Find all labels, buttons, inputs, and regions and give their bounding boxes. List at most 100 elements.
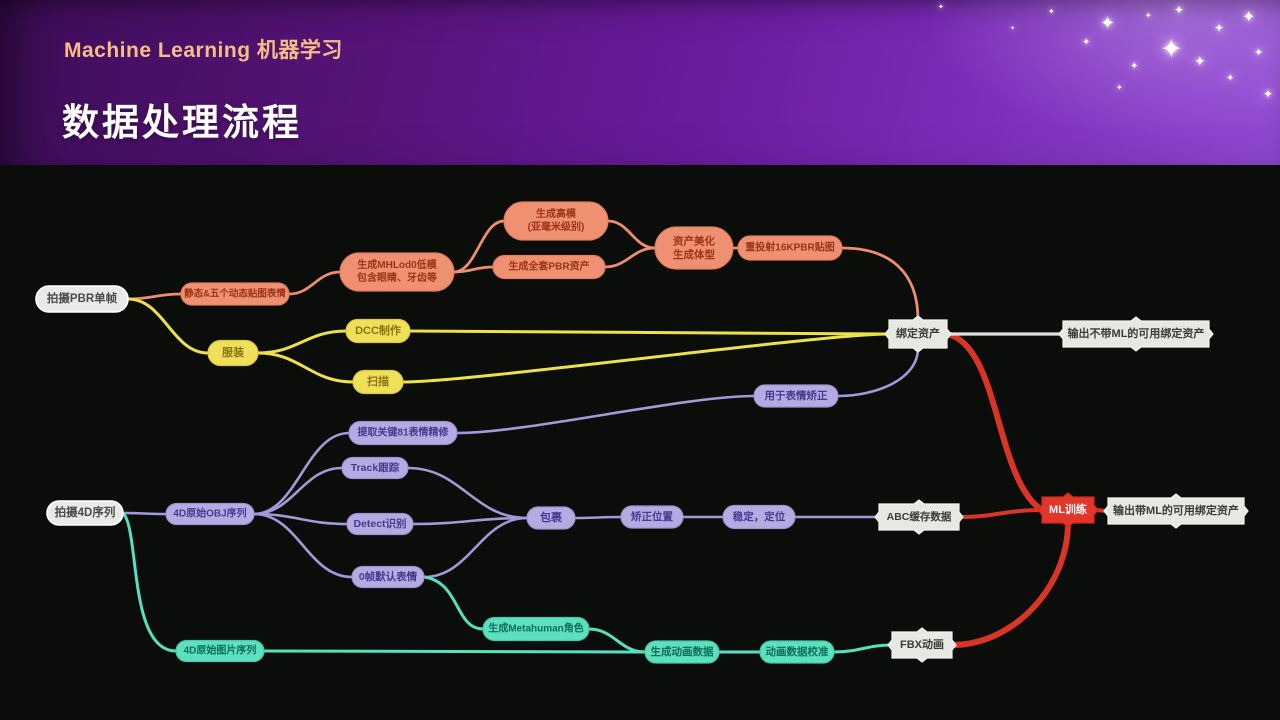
node-label: 重投射16KPBR贴图 xyxy=(745,241,834,254)
node-jiaozheng: 矫正位置 xyxy=(620,505,684,529)
sparkle-icon: ✦ xyxy=(1130,61,1139,72)
edge-fbx-mlxunlian xyxy=(949,520,1071,648)
edge-dcc-bangding xyxy=(408,329,891,336)
node-label: 动画数据校准 xyxy=(766,645,829,658)
node-label: 生成Metahuman角色 xyxy=(488,622,584,635)
node-label: 扫描 xyxy=(367,374,389,388)
node-quantao: 生成全套PBR资产 xyxy=(492,254,606,280)
node-label: 4D原始图片序列 xyxy=(184,644,257,657)
node-wending: 稳定，定位 xyxy=(722,504,796,530)
node-label: 资产美化 xyxy=(673,234,715,247)
edge-chongtou-bangding xyxy=(840,246,920,322)
node-out_ml: 输出带ML的可用绑定资产 xyxy=(1103,493,1249,529)
page-title: 数据处理流程 xyxy=(62,102,302,143)
node-label: ML训练 xyxy=(1049,502,1087,516)
node-label: Detect识别 xyxy=(353,517,406,530)
node-label: 包含眼睛、牙齿等 xyxy=(357,271,437,284)
node-bangding: 绑定资产 xyxy=(884,315,952,353)
node-gaomo: 生成高模(亚毫米级别) xyxy=(503,201,609,241)
node-saomiao: 扫描 xyxy=(352,369,404,395)
edge-zero-metahuman xyxy=(422,575,485,631)
sparkle-icon: ✦ xyxy=(1214,21,1225,35)
node-track: Track跟踪 xyxy=(341,456,409,480)
edge-track-baoguo xyxy=(406,466,529,520)
slide-header: Machine Learning 机器学习 数据处理流程 ✦ ✦ ✦ ✦ ✦ ✦ ✦ ✦ ✦ ✦ ✦… xyxy=(0,0,1280,165)
node-label: (亚毫米级别) xyxy=(528,220,585,233)
node-label: 绑定资产 xyxy=(896,326,940,340)
node-label: ABC缓存数据 xyxy=(887,510,952,523)
edge-abc-mlxunlian xyxy=(957,508,1044,519)
edge-tiqu-yongyu xyxy=(455,394,756,435)
node-abc: ABC缓存数据 xyxy=(874,499,964,535)
edge-baoguo-jiaozheng xyxy=(573,515,623,520)
node-label: FBX动画 xyxy=(900,637,944,651)
node-label: 静态&五个动态贴图表情 xyxy=(184,288,286,300)
node-label: 稳定，定位 xyxy=(733,510,786,523)
node-paishe4d: 拍摄4D序列 xyxy=(46,500,124,526)
node-label: 用于表情矫正 xyxy=(764,389,828,402)
node-donghuashuju: 生成动画数据 xyxy=(644,640,720,664)
node-label: 输出带ML的可用绑定资产 xyxy=(1113,503,1239,517)
node-label: 0帧默认表情 xyxy=(359,570,418,583)
node-yongyu: 用于表情矫正 xyxy=(753,384,839,408)
node-label: 生成体型 xyxy=(673,248,715,261)
edge-obj4d-zero xyxy=(252,512,354,579)
node-dcc: DCC制作 xyxy=(345,318,411,344)
node-zero: 0帧默认表情 xyxy=(351,565,425,589)
node-jiaozhun: 动画数据校准 xyxy=(759,640,835,664)
node-label: 输出不带ML的可用绑定资产 xyxy=(1068,326,1205,340)
edge-jiaozhun-fbx xyxy=(832,643,894,654)
node-label: 生成MHLod0低模 xyxy=(357,258,437,271)
edge-saomiao-bangding xyxy=(401,332,891,384)
edge-bangding-mlxunlian xyxy=(944,331,1045,513)
node-fuzhuang: 服装 xyxy=(207,339,259,367)
node-label: 提取关键81表情精修 xyxy=(357,426,449,439)
node-paishePBR: 拍摄PBR单帧 xyxy=(35,285,129,313)
edge-fuzhuang-saomiao xyxy=(256,351,355,384)
edge-paishePBR-jingtai xyxy=(126,292,183,301)
node-pic4d: 4D原始图片序列 xyxy=(175,639,265,663)
node-tiqu: 提取关键81表情精修 xyxy=(348,420,458,446)
node-label: 矫正位置 xyxy=(631,510,673,523)
slide-subtitle: Machine Learning 机器学习 xyxy=(64,39,343,62)
edge-quantao-meihua xyxy=(603,246,657,269)
node-label: 生成全套PBR资产 xyxy=(508,260,589,273)
node-label: 拍摄PBR单帧 xyxy=(47,291,118,305)
edge-metahuman-donghuashuju xyxy=(587,627,647,654)
sparkle-icon: ✦ xyxy=(1160,34,1183,64)
node-baoguo: 包裹 xyxy=(526,506,576,530)
edge-obj4d-track xyxy=(252,466,344,516)
edge-paishe4d-pic4d xyxy=(121,511,178,653)
node-label: 生成动画数据 xyxy=(651,645,714,658)
node-out_noml: 输出不带ML的可用绑定资产 xyxy=(1058,316,1214,352)
node-obj4d: 4D原始OBJ序列 xyxy=(165,502,255,526)
node-metahuman: 生成Metahuman角色 xyxy=(482,616,590,642)
node-label: 包裹 xyxy=(539,510,563,524)
node-mlxunlian: ML训练 xyxy=(1037,492,1099,528)
sparkle-icon: ✦ xyxy=(1010,26,1016,32)
sparkle-icon: ✦ xyxy=(1194,53,1206,69)
node-label: 4D原始OBJ序列 xyxy=(173,507,246,520)
sparkle-icon: ✦ xyxy=(1082,37,1091,48)
edge-mhlod0-quantao xyxy=(452,265,495,274)
node-label: 生成高模 xyxy=(536,207,577,220)
edge-pic4d-donghuashuju xyxy=(262,649,647,654)
sparkle-icon: ✦ xyxy=(1242,9,1256,26)
node-chongtou: 重投射16KPBR贴图 xyxy=(737,235,843,261)
sparkle-icon: ✦ xyxy=(1254,47,1264,59)
node-label: 拍摄4D序列 xyxy=(55,505,116,519)
sparkle-icon: ✦ xyxy=(1100,13,1116,33)
sparkle-icon: ✦ xyxy=(1048,7,1055,16)
node-label: 服装 xyxy=(222,345,244,359)
sparkle-icon: ✦ xyxy=(1116,83,1123,92)
sparkle-icon: ✦ xyxy=(1263,87,1274,101)
node-label: Track跟踪 xyxy=(351,461,400,474)
node-label: DCC制作 xyxy=(355,323,401,337)
edge-paishePBR-fuzhuang xyxy=(126,297,210,355)
edge-jingtai-mhlod0 xyxy=(287,270,342,296)
edge-fuzhuang-dcc xyxy=(256,329,348,355)
sparkle-icon: ✦ xyxy=(1145,11,1152,20)
